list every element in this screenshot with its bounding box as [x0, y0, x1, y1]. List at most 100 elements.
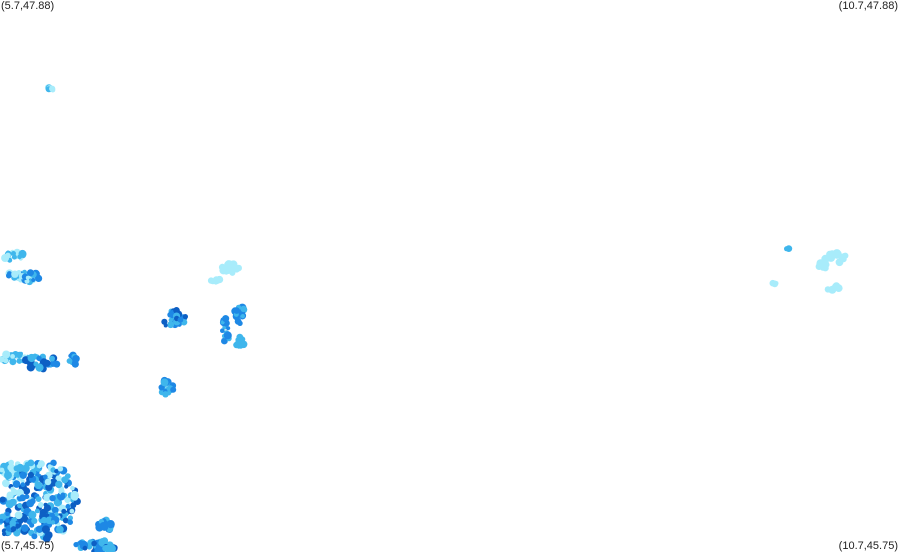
precipitation-cell — [29, 522, 35, 528]
precipitation-cell — [14, 511, 23, 520]
precipitation-cell — [10, 526, 17, 532]
precipitation-cell — [1, 531, 7, 537]
precipitation-cell — [61, 476, 69, 484]
precipitation-cell — [60, 492, 66, 497]
precipitation-cell — [5, 518, 10, 523]
precipitation-cell — [91, 540, 97, 547]
precipitation-cell — [43, 493, 51, 502]
precipitation-cell — [27, 353, 36, 363]
precipitation-cell — [49, 495, 56, 502]
precipitation-cell — [73, 542, 79, 548]
precipitation-cell — [240, 305, 247, 313]
precipitation-cell — [12, 480, 21, 488]
precipitation-cell — [170, 386, 177, 393]
precipitation-cell — [784, 246, 789, 252]
precipitation-cell — [64, 484, 69, 489]
precipitation-cell — [54, 469, 59, 474]
precipitation-cell — [86, 544, 93, 550]
precipitation-cell — [25, 275, 30, 280]
precipitation-cell — [22, 464, 30, 473]
precipitation-cell — [34, 481, 43, 490]
precipitation-cell — [80, 540, 85, 546]
precipitation-cell — [19, 471, 27, 479]
precipitation-cell — [72, 355, 80, 363]
precipitation-cell — [11, 251, 16, 256]
precipitation-cell — [182, 314, 188, 320]
precipitation-cell — [835, 258, 844, 267]
precipitation-cell — [31, 277, 36, 283]
precipitation-cell — [233, 307, 240, 314]
precipitation-cell — [35, 525, 44, 533]
precipitation-cell — [168, 317, 173, 323]
precipitation-cell — [23, 525, 28, 530]
precipitation-cell — [832, 249, 842, 258]
precipitation-cell — [8, 459, 14, 466]
precipitation-cell — [43, 502, 48, 507]
precipitation-cell — [0, 356, 5, 363]
precipitation-cell — [67, 515, 73, 521]
precipitation-cell — [62, 517, 69, 524]
precipitation-cell — [2, 350, 11, 359]
precipitation-cell — [771, 280, 779, 288]
precipitation-cell — [5, 511, 10, 517]
precipitation-cell — [161, 318, 168, 325]
precipitation-cell — [70, 502, 77, 509]
precipitation-cell — [16, 358, 23, 364]
precipitation-cell — [82, 545, 88, 551]
precipitation-cell — [95, 523, 101, 529]
precipitation-cell — [226, 326, 231, 331]
precipitation-cell — [832, 282, 841, 290]
precipitation-cell — [163, 323, 168, 328]
precipitation-cell — [55, 480, 63, 489]
precipitation-cell — [43, 359, 51, 367]
precipitation-cell — [42, 474, 48, 480]
precipitation-cell — [107, 544, 116, 552]
precipitation-cell — [36, 463, 42, 469]
precipitation-cell — [235, 264, 242, 272]
precipitation-cell — [160, 378, 169, 387]
precipitation-cell — [37, 502, 44, 508]
precipitation-cell — [44, 478, 52, 486]
precipitation-cell — [20, 482, 26, 488]
precipitation-cell — [27, 269, 34, 277]
precipitation-cell — [162, 391, 169, 398]
precipitation-cell — [31, 533, 38, 540]
precipitation-cell — [215, 279, 220, 283]
precipitation-cell — [34, 508, 40, 514]
precipitation-cell — [167, 321, 175, 329]
precipitation-cell — [65, 504, 71, 509]
precipitation-cell — [220, 328, 225, 334]
precipitation-cell — [51, 506, 59, 514]
corner-label-top-right: (10.7,47.88) — [838, 0, 898, 12]
precipitation-cell — [54, 512, 59, 517]
precipitation-cell — [167, 311, 174, 318]
precipitation-cell — [55, 475, 62, 482]
precipitation-cell — [31, 517, 38, 525]
precipitation-cell — [9, 498, 17, 506]
precipitation-cell — [18, 249, 27, 258]
precipitation-cell — [70, 485, 75, 491]
precipitation-cell — [70, 493, 78, 501]
precipitation-cell — [234, 318, 242, 325]
precipitation-cell — [233, 341, 240, 349]
precipitation-cell — [17, 502, 23, 509]
precipitation-cell — [57, 466, 64, 472]
precipitation-cell — [36, 355, 42, 362]
precipitation-cell — [98, 539, 105, 547]
precipitation-cell — [224, 261, 232, 269]
precipitation-cell — [27, 471, 34, 478]
corner-label-bottom-right: (10.7,45.75) — [838, 540, 898, 552]
precipitation-cell — [66, 358, 73, 364]
precipitation-cell — [10, 354, 16, 359]
precipitation-cell — [29, 498, 36, 504]
precipitation-cell — [106, 520, 115, 529]
precipitation-cell — [818, 260, 826, 268]
precipitation-cell — [94, 546, 102, 552]
precipitation-cell — [35, 496, 42, 502]
precipitation-cell — [236, 333, 244, 341]
precipitation-echoes — [0, 84, 849, 552]
precipitation-cell — [16, 351, 23, 359]
precipitation-cell — [42, 534, 51, 543]
precipitation-cell — [173, 307, 180, 314]
precipitation-cell — [4, 469, 10, 474]
